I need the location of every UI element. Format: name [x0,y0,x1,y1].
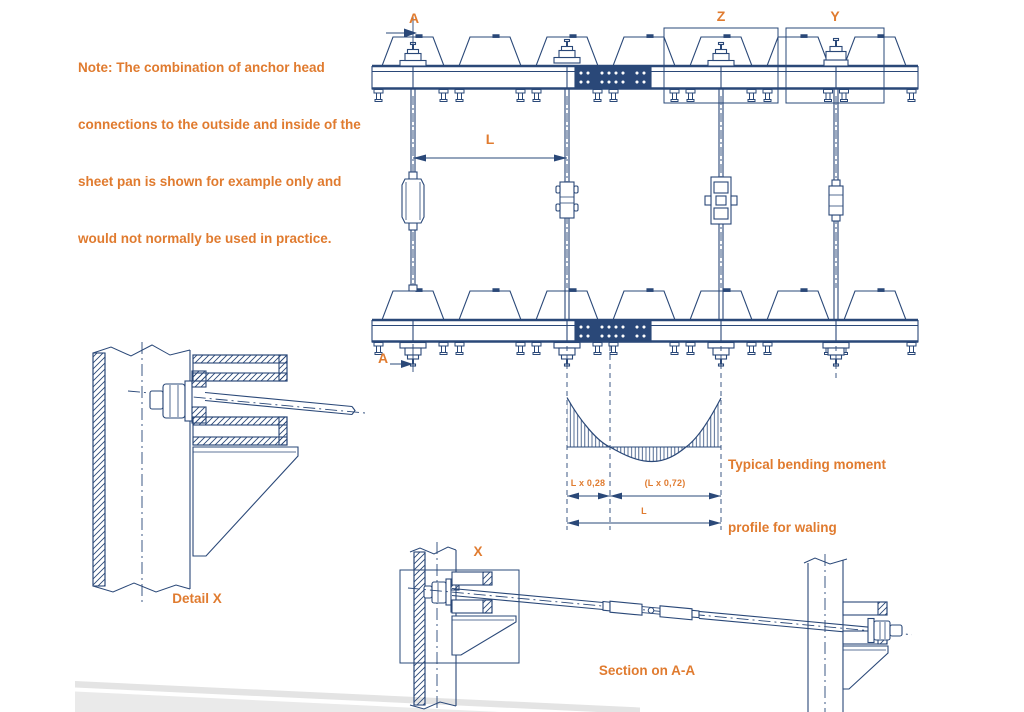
note-line-3: sheet pan is shown for example only and [78,174,342,189]
moment-dimensions [567,492,721,527]
anchor-assembly [127,370,366,424]
section-label-a-bottom: A [378,350,389,366]
dimension-label-l: L [485,131,495,147]
top-plan-view [371,15,919,104]
section-arrow-a-top [386,15,417,47]
dimension-label-l028: L x 0,28 [570,478,606,488]
detail-x-box [399,569,520,664]
dimension-l-spacing [413,154,567,162]
detail-label-z: Z [716,8,726,24]
note-line-2: connections to the outside and inside of… [78,117,361,132]
dimension-label-l072: (L x 0,72) [644,478,686,488]
detail-x-caption: Detail X [172,591,222,606]
tie-rods [401,89,844,288]
rod1-crest-plate [408,284,418,292]
moment-caption-line-1: Typical bending moment [728,457,887,472]
anchor-heads-bottom [399,341,850,367]
splice-plate-bottom [574,320,652,343]
tie-rod-2 [555,89,579,288]
note-text: Note: The combination of anchor head con… [78,20,361,286]
note-line-4: would not normally be used in practice. [78,231,332,246]
detail-y-box [785,27,885,104]
section-aa-drawing [399,542,913,712]
right-support-bracket [842,645,889,690]
section-label-a-top: A [408,10,420,26]
moment-caption: Typical bending moment profile for walin… [728,412,898,580]
left-sheet-pile [409,542,457,710]
detail-x-drawing [92,342,366,602]
bottom-plan-view [371,283,919,372]
section-tie-rod [407,587,913,636]
detail-label-y: Y [830,8,840,24]
swoosh-graphic [75,681,640,712]
waling-channel-upper [192,354,288,382]
waling-bolts-top [373,88,917,103]
tie-rod-3 [704,89,738,288]
tie-rod-1 [401,89,425,288]
left-waling-channels [451,571,517,656]
splice-plate-top [574,66,652,89]
detail-marker-x: X [473,544,483,559]
dimension-label-l-total: L [641,506,647,516]
bending-moment-diagram [566,346,837,530]
moment-caption-line-2: profile for waling [728,520,837,535]
support-bracket [192,446,299,557]
anchor-heads-top [399,37,849,67]
note-line-1: Note: The combination of anchor head [78,60,325,75]
waling-channel-lower [192,416,288,446]
right-anchor-head [867,617,903,644]
section-arrow-a-bottom [390,360,413,368]
section-aa-caption: Section on A-A [598,663,696,678]
tie-rod-4 [828,89,844,288]
